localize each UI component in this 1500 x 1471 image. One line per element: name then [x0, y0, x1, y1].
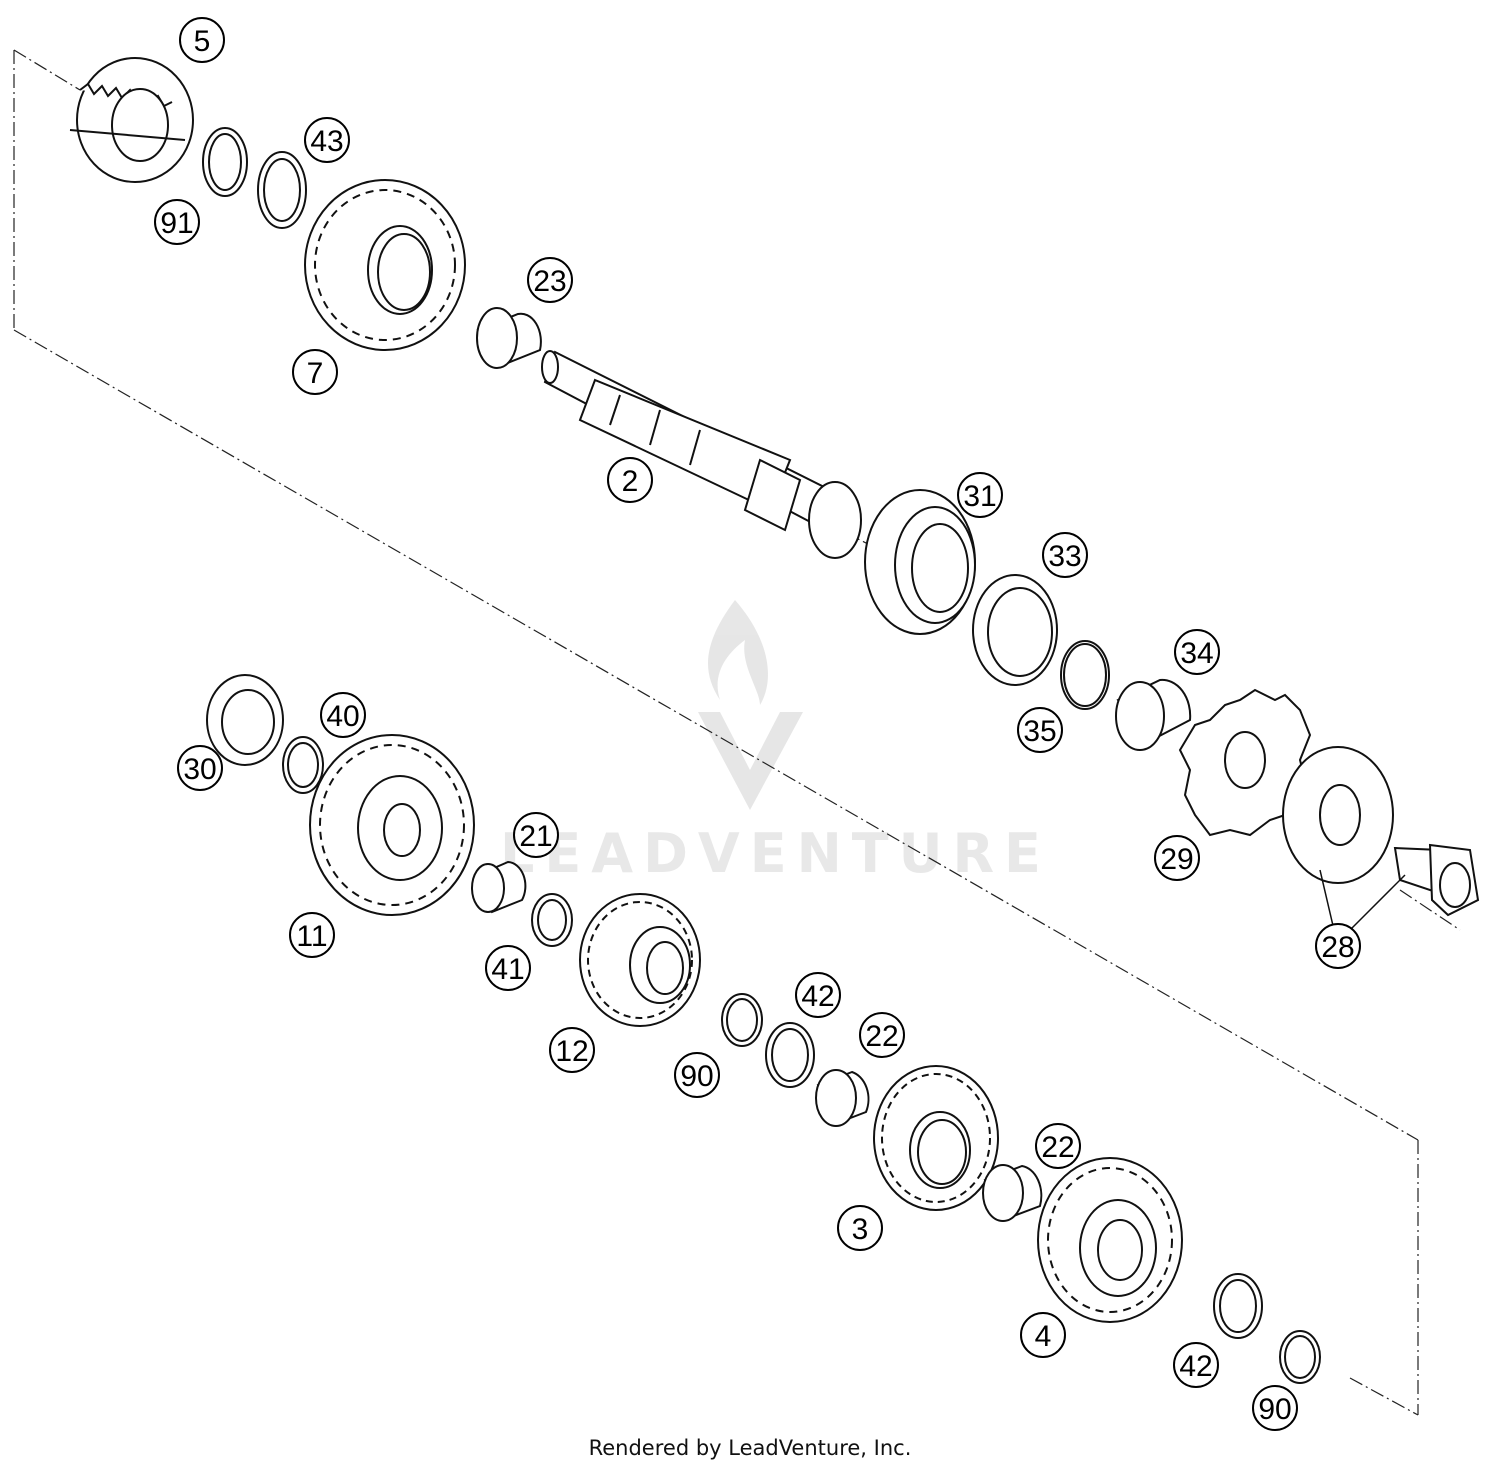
callout-42-label: 42 [801, 980, 834, 1013]
flame-v-logo-icon [698, 600, 803, 810]
bushing-part-22-a[interactable] [815, 1069, 870, 1127]
callout-21[interactable]: 21 [513, 812, 559, 858]
callout-2[interactable]: 2 [607, 457, 653, 503]
callout-7-label: 7 [307, 357, 324, 390]
oring-part-35[interactable] [1060, 640, 1110, 710]
callout-41[interactable]: 41 [485, 945, 531, 991]
callout-31[interactable]: 31 [957, 472, 1003, 518]
callout-35-label: 35 [1023, 715, 1056, 748]
callout-34-label: 34 [1180, 637, 1213, 670]
sprocket-part-29[interactable] [1178, 688, 1312, 837]
callout-2-label: 2 [622, 465, 639, 498]
seal-part-33[interactable] [972, 574, 1058, 686]
callout-5-label: 5 [194, 25, 211, 58]
callout-23[interactable]: 23 [527, 257, 573, 303]
callout-3-label: 3 [852, 1213, 869, 1246]
callout-90[interactable]: 90 [674, 1052, 720, 1098]
callout-33[interactable]: 33 [1042, 532, 1088, 578]
callout-22-second[interactable]: 22 [1035, 1123, 1081, 1169]
gear-part-5[interactable] [69, 57, 194, 183]
callout-28[interactable]: 28 [1315, 923, 1361, 969]
callout-5[interactable]: 5 [179, 17, 225, 63]
spacer-part-34[interactable] [1115, 678, 1192, 751]
callout-4[interactable]: 4 [1020, 1312, 1066, 1358]
callout-12-label: 12 [555, 1035, 588, 1068]
callout-30[interactable]: 30 [177, 745, 223, 791]
callout-43-label: 43 [310, 125, 343, 158]
callout-22-second-label: 22 [1041, 1131, 1074, 1164]
gear-part-7[interactable] [304, 179, 466, 351]
washer-part-40[interactable] [282, 736, 324, 794]
callout-31-label: 31 [963, 480, 996, 513]
callout-29[interactable]: 29 [1154, 835, 1200, 881]
callout-40-label: 40 [326, 700, 359, 733]
callout-4-label: 4 [1035, 1320, 1052, 1353]
watermark-text: LEADVENTURE [500, 822, 1051, 885]
washer-part-41[interactable] [531, 893, 573, 947]
callout-30-label: 30 [183, 753, 216, 786]
bushing-part-22-b[interactable] [982, 1164, 1043, 1222]
callout-40[interactable]: 40 [320, 692, 366, 738]
callout-42-second-label: 42 [1179, 1350, 1212, 1383]
callout-34[interactable]: 34 [1174, 629, 1220, 675]
circlip-part-90-b[interactable] [1279, 1330, 1321, 1384]
callout-43[interactable]: 43 [304, 117, 350, 163]
callout-7[interactable]: 7 [292, 349, 338, 395]
callout-91[interactable]: 91 [154, 199, 200, 245]
needle-bearing-part-21[interactable] [471, 860, 527, 914]
gear-part-4[interactable] [1037, 1157, 1183, 1323]
callout-11-label: 11 [296, 920, 327, 953]
callout-22[interactable]: 22 [859, 1012, 905, 1058]
callout-21-label: 21 [519, 820, 552, 853]
callout-41-label: 41 [491, 953, 524, 986]
callouts: 5 91 43 7 23 2 31 33 [154, 17, 1361, 1431]
bearing-part-30[interactable] [206, 674, 284, 766]
washer-part-43[interactable] [257, 151, 307, 229]
gear-part-12[interactable] [579, 893, 701, 1027]
leader-lines-28 [1319, 869, 1406, 931]
washer-part-42-b[interactable] [1213, 1273, 1263, 1339]
callout-90-second[interactable]: 90 [1252, 1385, 1298, 1431]
callout-42-second[interactable]: 42 [1173, 1342, 1219, 1388]
shaft-part-2[interactable] [541, 350, 862, 559]
bearing-part-31[interactable] [864, 489, 976, 635]
callout-23-label: 23 [533, 265, 566, 298]
callout-28-label: 28 [1321, 931, 1354, 964]
circlip-part-90-a[interactable] [721, 993, 763, 1047]
callout-90-label: 90 [680, 1060, 713, 1093]
callout-35[interactable]: 35 [1017, 707, 1063, 753]
washer-part-42-a[interactable] [765, 1022, 815, 1088]
callout-22-label: 22 [865, 1020, 898, 1053]
callout-42[interactable]: 42 [795, 972, 841, 1018]
callout-29-label: 29 [1160, 843, 1193, 876]
circlip-part-91[interactable] [202, 127, 248, 197]
callout-91-label: 91 [160, 207, 193, 240]
bolt-part-28[interactable] [1393, 843, 1480, 917]
gear-part-3[interactable] [873, 1065, 999, 1211]
watermark: LEADVENTURE [500, 600, 1051, 885]
callout-33-label: 33 [1048, 540, 1081, 573]
callout-11[interactable]: 11 [289, 912, 335, 958]
washer-part-28[interactable] [1282, 746, 1394, 884]
callout-12[interactable]: 12 [549, 1027, 595, 1073]
gear-part-11[interactable] [309, 734, 475, 916]
footer-credit: Rendered by LeadVenture, Inc. [588, 1436, 912, 1460]
callout-90-second-label: 90 [1258, 1393, 1291, 1426]
callout-3[interactable]: 3 [837, 1205, 883, 1251]
bushing-part-23[interactable] [476, 307, 542, 369]
